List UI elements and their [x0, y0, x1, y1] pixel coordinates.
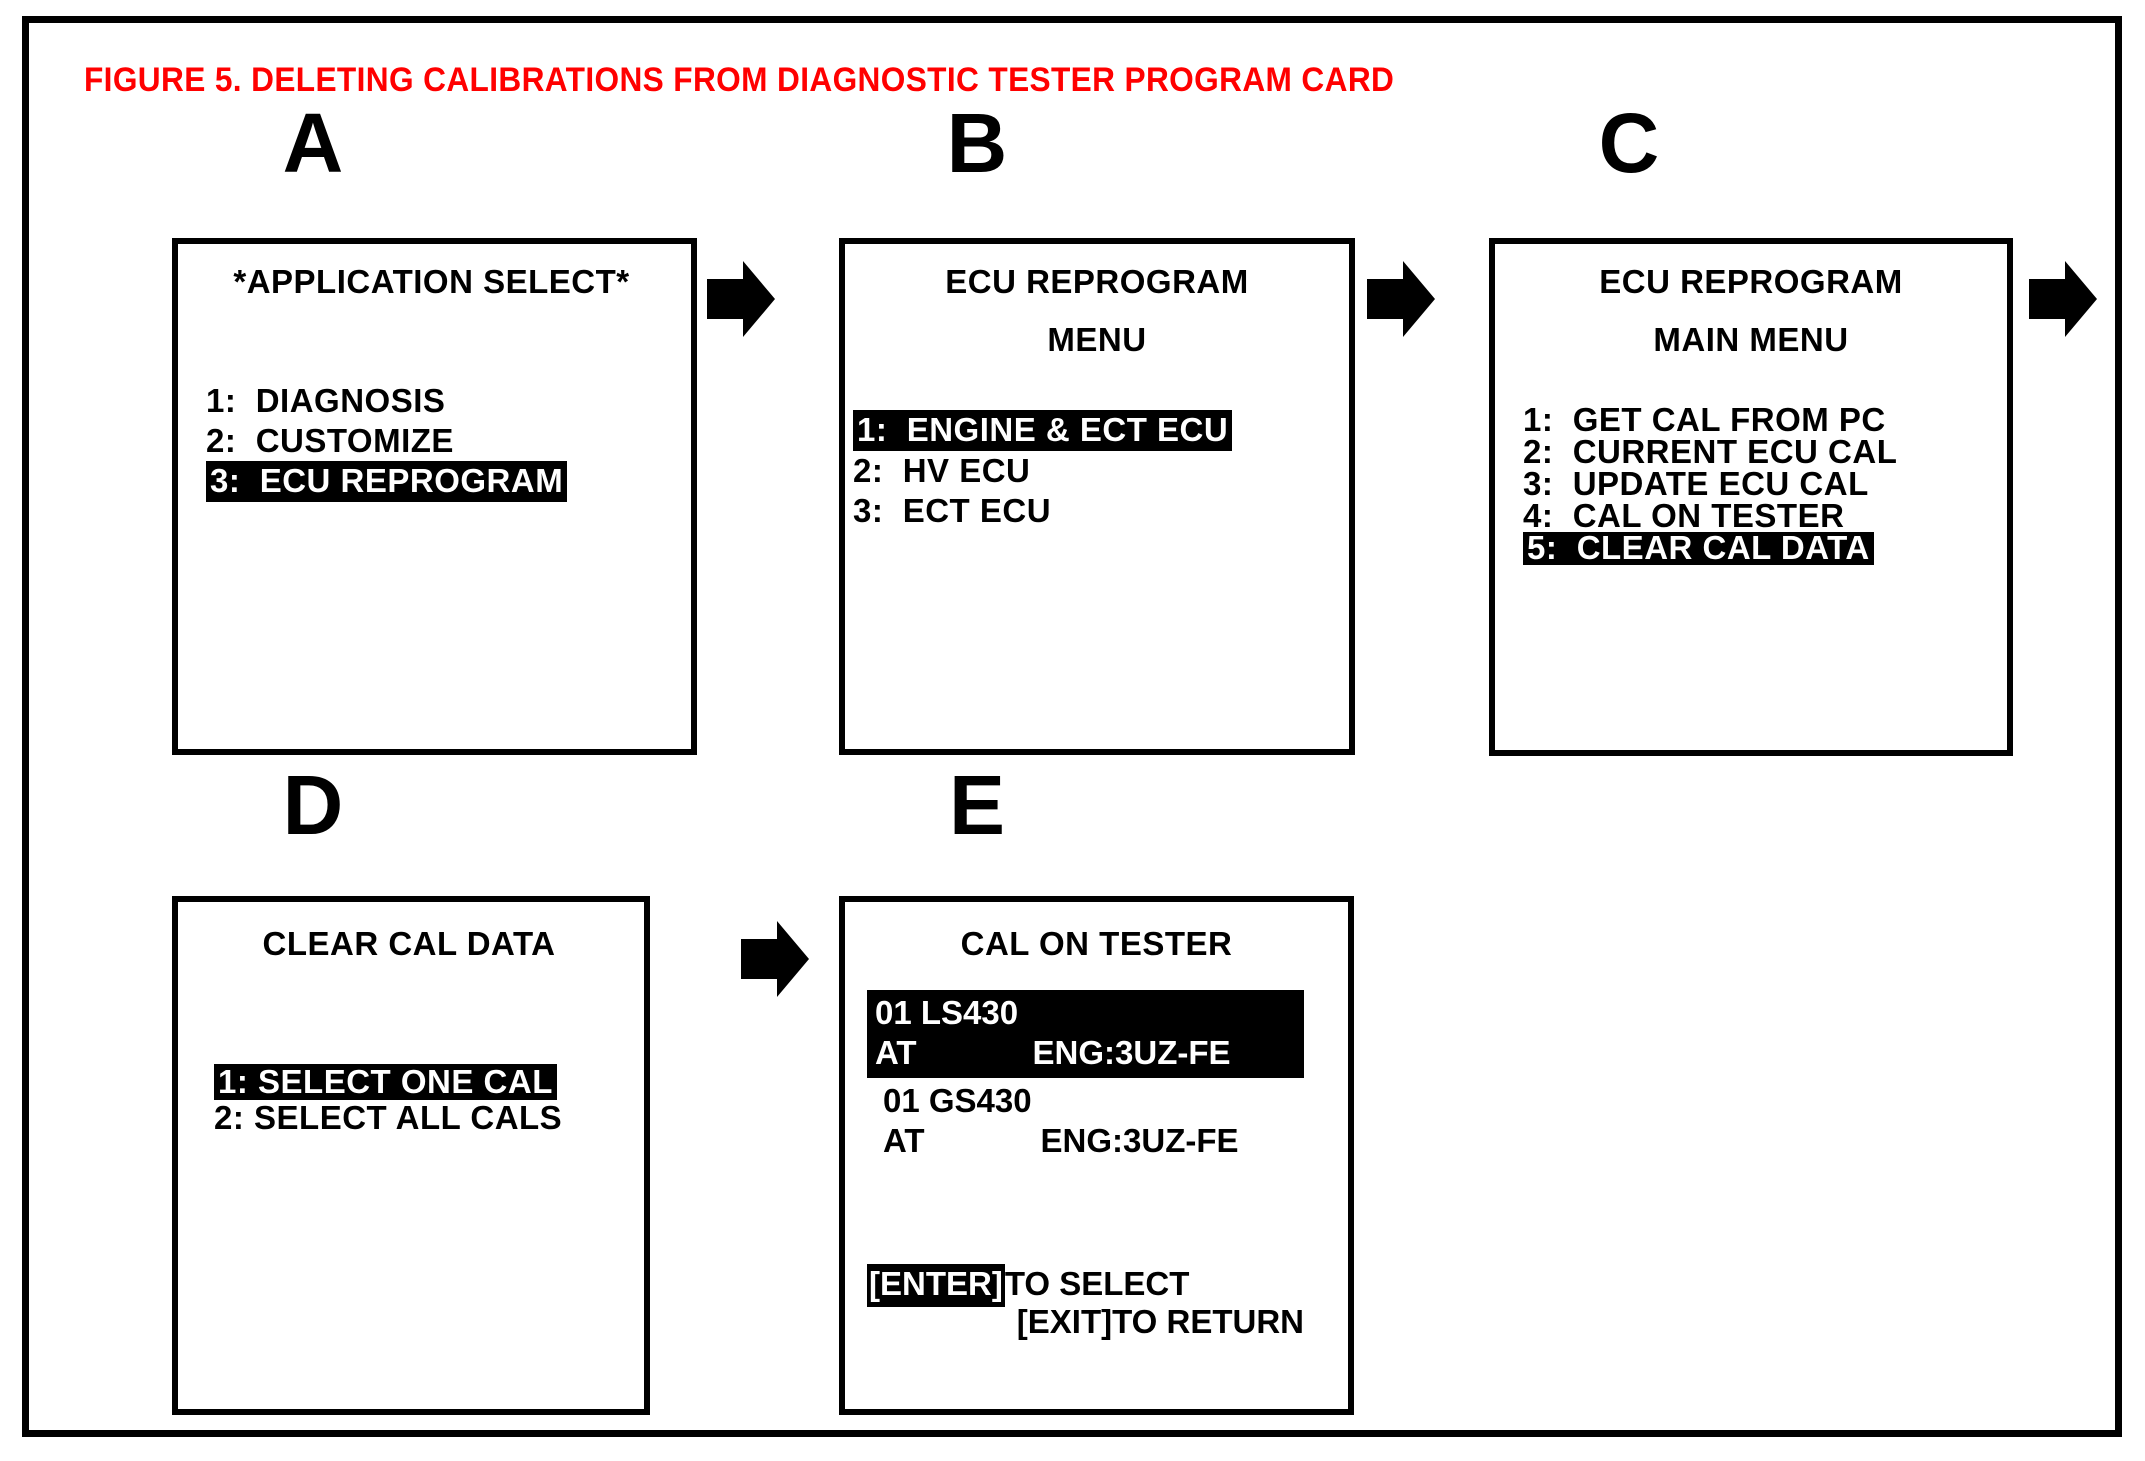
- panel-b-menu: 1: ENGINE & ECT ECU 2: HV ECU 3: ECT ECU: [853, 410, 1349, 531]
- screen-panel-e: CAL ON TESTER 01 LS430 AT ENG:3UZ-FE 01 G…: [839, 896, 1354, 1415]
- menu-item-label: SELECT ALL CALS: [254, 1099, 563, 1136]
- panel-a-title: *APPLICATION SELECT*: [233, 263, 630, 300]
- footer-exit-line: [EXIT]TO RETURN: [867, 1303, 1304, 1340]
- cal-detail-line: AT ENG:3UZ-FE: [875, 1121, 1348, 1161]
- menu-item-get-cal-from-pc[interactable]: 1: GET CAL FROM PC: [1523, 401, 2007, 438]
- panel-b-title-line2: MENU: [1047, 321, 1147, 358]
- menu-item-highlight: 1: SELECT ONE CAL: [214, 1064, 557, 1100]
- menu-item-number: 1:: [206, 382, 237, 419]
- menu-item-ect-ecu[interactable]: 3: ECT ECU: [853, 491, 1349, 531]
- menu-item-ecu-reprogram[interactable]: 3: ECU REPROGRAM: [206, 461, 691, 502]
- panel-letter-e: E: [948, 758, 1006, 852]
- arrow-b-to-c: [1367, 261, 1435, 337]
- cal-id: 01 LS430: [875, 994, 1019, 1031]
- menu-item-number: 3:: [853, 492, 884, 529]
- cal-entry-gs430[interactable]: 01 GS430 AT ENG:3UZ-FE: [867, 1078, 1348, 1166]
- menu-item-label: ECT ECU: [902, 492, 1052, 529]
- exit-action-label: TO RETURN: [1112, 1303, 1304, 1340]
- cal-engine: ENG:3UZ-FE: [1032, 1034, 1231, 1071]
- menu-item-label: SELECT ONE CAL: [258, 1063, 553, 1100]
- menu-item-label: UPDATE ECU CAL: [1572, 465, 1869, 502]
- screen-panel-c: ECU REPROGRAM MAIN MENU 1: GET CAL FROM …: [1489, 238, 2013, 756]
- menu-item-number: 5:: [1527, 529, 1558, 566]
- menu-item-number: 1:: [218, 1063, 249, 1100]
- menu-item-engine-ect-ecu[interactable]: 1: ENGINE & ECT ECU: [853, 410, 1349, 451]
- menu-item-number: 2:: [206, 422, 237, 459]
- screen-panel-d: CLEAR CAL DATA 1: SELECT ONE CAL 2: SELE…: [172, 896, 650, 1415]
- footer-enter-line: [ENTER]TO SELECT: [867, 1264, 1348, 1307]
- menu-item-label: DIAGNOSIS: [255, 382, 446, 419]
- menu-item-number: 2:: [1523, 433, 1554, 470]
- cal-id: 01 GS430: [883, 1082, 1032, 1119]
- menu-item-label: CURRENT ECU CAL: [1572, 433, 1898, 470]
- panel-letter-c: C: [1598, 96, 1660, 190]
- menu-item-current-ecu-cal[interactable]: 2: CURRENT ECU CAL: [1523, 433, 2007, 470]
- panel-c-title-line1: ECU REPROGRAM: [1599, 263, 1903, 300]
- menu-item-number: 3:: [210, 462, 241, 499]
- panel-e-footer: [ENTER]TO SELECT [EXIT]TO RETURN: [867, 1264, 1348, 1340]
- menu-item-number: 2:: [853, 452, 884, 489]
- cal-transmission: AT: [875, 1034, 917, 1071]
- menu-item-cal-on-tester[interactable]: 4: CAL ON TESTER: [1523, 497, 2007, 534]
- menu-item-hv-ecu[interactable]: 2: HV ECU: [853, 451, 1349, 491]
- arrow-a-to-b: [707, 261, 775, 337]
- enter-action-label: TO SELECT: [1004, 1265, 1190, 1302]
- menu-item-select-one-cal[interactable]: 1: SELECT ONE CAL: [214, 1064, 644, 1100]
- arrow-c-to-d: [2029, 261, 2097, 337]
- menu-item-diagnosis[interactable]: 1: DIAGNOSIS: [206, 381, 691, 421]
- panel-d-title: CLEAR CAL DATA: [262, 925, 556, 962]
- exit-key-badge[interactable]: [EXIT]: [1016, 1303, 1113, 1340]
- menu-item-highlight: 1: ENGINE & ECT ECU: [853, 410, 1233, 451]
- menu-item-label: GET CAL FROM PC: [1572, 401, 1886, 438]
- menu-item-select-all-cals[interactable]: 2: SELECT ALL CALS: [214, 1100, 644, 1135]
- panel-b-title-line1: ECU REPROGRAM: [945, 263, 1249, 300]
- menu-item-clear-cal-data[interactable]: 5: CLEAR CAL DATA: [1523, 529, 2007, 566]
- menu-item-highlight: 5: CLEAR CAL DATA: [1523, 529, 1874, 566]
- panel-e-cal-list: 01 LS430 AT ENG:3UZ-FE 01 GS430 AT ENG:3UZ…: [867, 990, 1348, 1166]
- figure-title: FIGURE 5. DELETING CALIBRATIONS FROM DIA…: [84, 61, 1395, 99]
- arrow-d-to-e: [741, 921, 809, 997]
- menu-item-number: 1:: [857, 411, 888, 448]
- cal-detail-line: AT ENG:3UZ-FE: [867, 1033, 1304, 1073]
- menu-item-update-ecu-cal[interactable]: 3: UPDATE ECU CAL: [1523, 465, 2007, 502]
- menu-item-customize[interactable]: 2: CUSTOMIZE: [206, 421, 691, 461]
- cal-engine: ENG:3UZ-FE: [1040, 1122, 1239, 1159]
- panel-letter-a: A: [282, 96, 344, 190]
- panel-a-menu: 1: DIAGNOSIS 2: CUSTOMIZE 3: ECU REPROGR…: [206, 381, 691, 502]
- figure-frame: FIGURE 5. DELETING CALIBRATIONS FROM DIA…: [22, 16, 2122, 1437]
- cal-transmission: AT: [883, 1122, 925, 1159]
- panel-e-title: CAL ON TESTER: [960, 925, 1233, 962]
- panel-d-menu: 1: SELECT ONE CAL 2: SELECT ALL CALS: [214, 1064, 644, 1135]
- menu-item-number: 2:: [214, 1099, 245, 1136]
- menu-item-label: ENGINE & ECT ECU: [906, 411, 1229, 448]
- menu-item-label: CLEAR CAL DATA: [1576, 529, 1870, 566]
- panel-letter-b: B: [946, 96, 1008, 190]
- menu-item-number: 1:: [1523, 401, 1554, 438]
- menu-item-label: HV ECU: [902, 452, 1031, 489]
- menu-item-label: ECU REPROGRAM: [259, 462, 564, 499]
- screen-panel-a: *APPLICATION SELECT* 1: DIAGNOSIS 2: CUS…: [172, 238, 697, 755]
- panel-letter-d: D: [282, 758, 344, 852]
- enter-key-badge[interactable]: [ENTER]: [867, 1264, 1005, 1307]
- menu-item-label: CAL ON TESTER: [1572, 497, 1845, 534]
- cal-entry-ls430[interactable]: 01 LS430 AT ENG:3UZ-FE: [867, 990, 1304, 1078]
- menu-item-label: CUSTOMIZE: [255, 422, 454, 459]
- panel-c-menu: 1: GET CAL FROM PC 2: CURRENT ECU CAL 3:…: [1523, 401, 2007, 566]
- panel-c-title-line2: MAIN MENU: [1653, 321, 1849, 358]
- menu-item-highlight: 3: ECU REPROGRAM: [206, 461, 568, 502]
- menu-item-number: 3:: [1523, 465, 1554, 502]
- menu-item-number: 4:: [1523, 497, 1554, 534]
- screen-panel-b: ECU REPROGRAM MENU 1: ENGINE & ECT ECU 2…: [839, 238, 1355, 755]
